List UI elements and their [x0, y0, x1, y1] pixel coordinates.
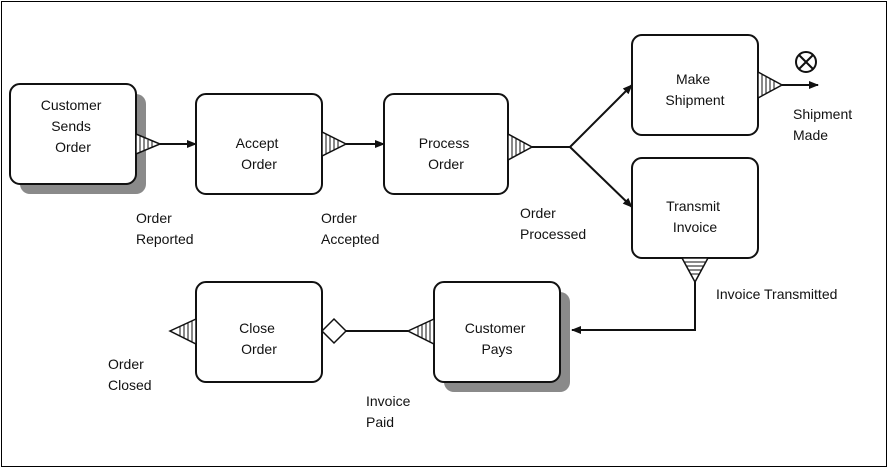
event-label-order-accepted: Order Accepted: [321, 210, 379, 247]
edge-fork-to-invoice: [569, 146, 633, 208]
node-label-process-order: Process Order: [419, 135, 473, 172]
event-triangle-order-closed: [168, 317, 197, 346]
node-label-transmit-invoice: Transmit Invoice: [666, 198, 724, 235]
event-label-invoice-paid: Invoice Paid: [366, 393, 414, 430]
event-label-order-processed: Order Processed: [520, 205, 586, 242]
edge-fork-to-shipment: [569, 84, 633, 148]
event-triangle-order-processed: [507, 132, 534, 162]
gateway-diamond: [320, 317, 348, 345]
event-triangle-invoice-transmitted: [680, 257, 710, 284]
event-triangle-order-accepted: [321, 130, 348, 158]
end-event-icon: [795, 51, 817, 73]
node-label-make-shipment: Make Shipment: [665, 71, 724, 108]
event-triangle-customer-pays-in: [406, 317, 435, 346]
node-label-accept-order: Accept Order: [236, 135, 283, 172]
event-label-order-closed: Order Closed: [108, 356, 152, 393]
edge-invoice-to-pays: [571, 282, 696, 334]
node-label-close-order: Close Order: [239, 320, 279, 357]
event-label-shipment-made: Shipment Made: [793, 106, 856, 143]
event-label-order-reported: Order Reported: [136, 210, 194, 247]
event-label-invoice-transmitted: Invoice Transmitted: [716, 286, 837, 302]
event-triangle-shipment-made: [757, 70, 784, 100]
node-label-customer-pays: Customer Pays: [465, 320, 530, 357]
node-label-customer-sends-order: Customer Sends Order: [41, 97, 106, 155]
event-triangle-order-reported: [135, 132, 162, 156]
